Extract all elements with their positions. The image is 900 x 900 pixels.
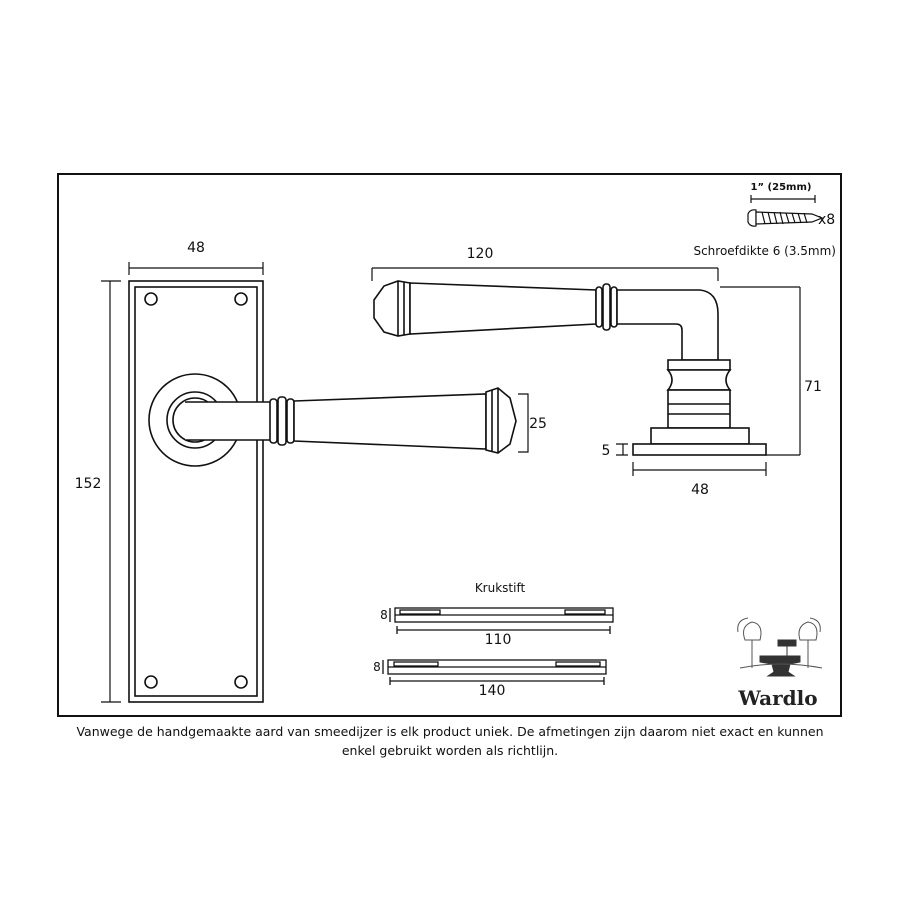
lever-collar-2 — [277, 396, 287, 446]
backplate-outline — [128, 280, 264, 703]
lever-neck — [185, 401, 273, 441]
spindle-110-length: 110 — [485, 632, 512, 648]
spindle-140 — [382, 659, 607, 685]
lever-side-view — [373, 280, 767, 456]
dim-rose-thickness: 5 — [602, 443, 611, 459]
backplate-view — [128, 280, 517, 703]
screw-hole-bottom-left — [144, 675, 158, 689]
spindle-140-size: 8 — [373, 660, 381, 674]
spindle-title: Krukstift — [475, 581, 526, 595]
screw-hole-bottom-right — [234, 675, 248, 689]
lever-collar-3 — [286, 398, 295, 444]
dim-rose-width: 48 — [691, 482, 709, 498]
screw-quantity: x8 — [818, 212, 835, 228]
side-view-dimensions — [371, 267, 801, 476]
screw-icon — [747, 195, 824, 227]
brand-name: Wardlo — [737, 686, 817, 710]
spindle-110-size: 8 — [380, 608, 388, 622]
backplate-inner-edge — [134, 286, 258, 697]
spindle-140-length: 140 — [479, 683, 506, 699]
dim-lever-height: 71 — [804, 379, 822, 395]
side-lever-collar-2 — [602, 283, 611, 331]
backplate-dimensions — [101, 262, 529, 703]
screw-length-label: 1” (25mm) — [751, 182, 812, 193]
hammer-icon — [777, 639, 797, 656]
side-rose-step — [650, 427, 750, 445]
dim-backplate-height: 152 — [75, 476, 102, 492]
dim-backplate-width: 48 — [187, 240, 205, 256]
dim-lever-diameter: 25 — [529, 416, 547, 432]
tree-right-icon — [798, 617, 821, 668]
disclaimer-text: Vanwege de handgemaakte aard van smeedij… — [76, 724, 824, 758]
drawing-frame — [57, 173, 842, 717]
brand-logo — [737, 617, 823, 677]
screw-gauge: Schroefdikte 6 (3.5mm) — [693, 244, 836, 258]
side-lever-body — [409, 282, 597, 335]
side-shank-bulb — [666, 369, 732, 391]
lever-end-cap — [485, 387, 517, 454]
dim-lever-length: 120 — [467, 246, 494, 262]
screw-hole-top-right — [234, 292, 248, 306]
side-shank-base — [667, 389, 731, 429]
lever-collar-1 — [269, 398, 278, 444]
lever-end-detail — [491, 388, 499, 453]
side-rose-plate — [632, 443, 767, 456]
side-lever-collar-1 — [595, 286, 603, 328]
spindle-110 — [389, 607, 614, 634]
lever-body — [293, 393, 487, 450]
side-lever-elbow — [616, 289, 719, 361]
side-shank-ring — [667, 359, 731, 371]
side-lever-collar-3 — [610, 286, 618, 328]
anvil-icon — [759, 655, 801, 677]
tree-left-icon — [737, 617, 762, 668]
screw-hole-top-left — [144, 292, 158, 306]
